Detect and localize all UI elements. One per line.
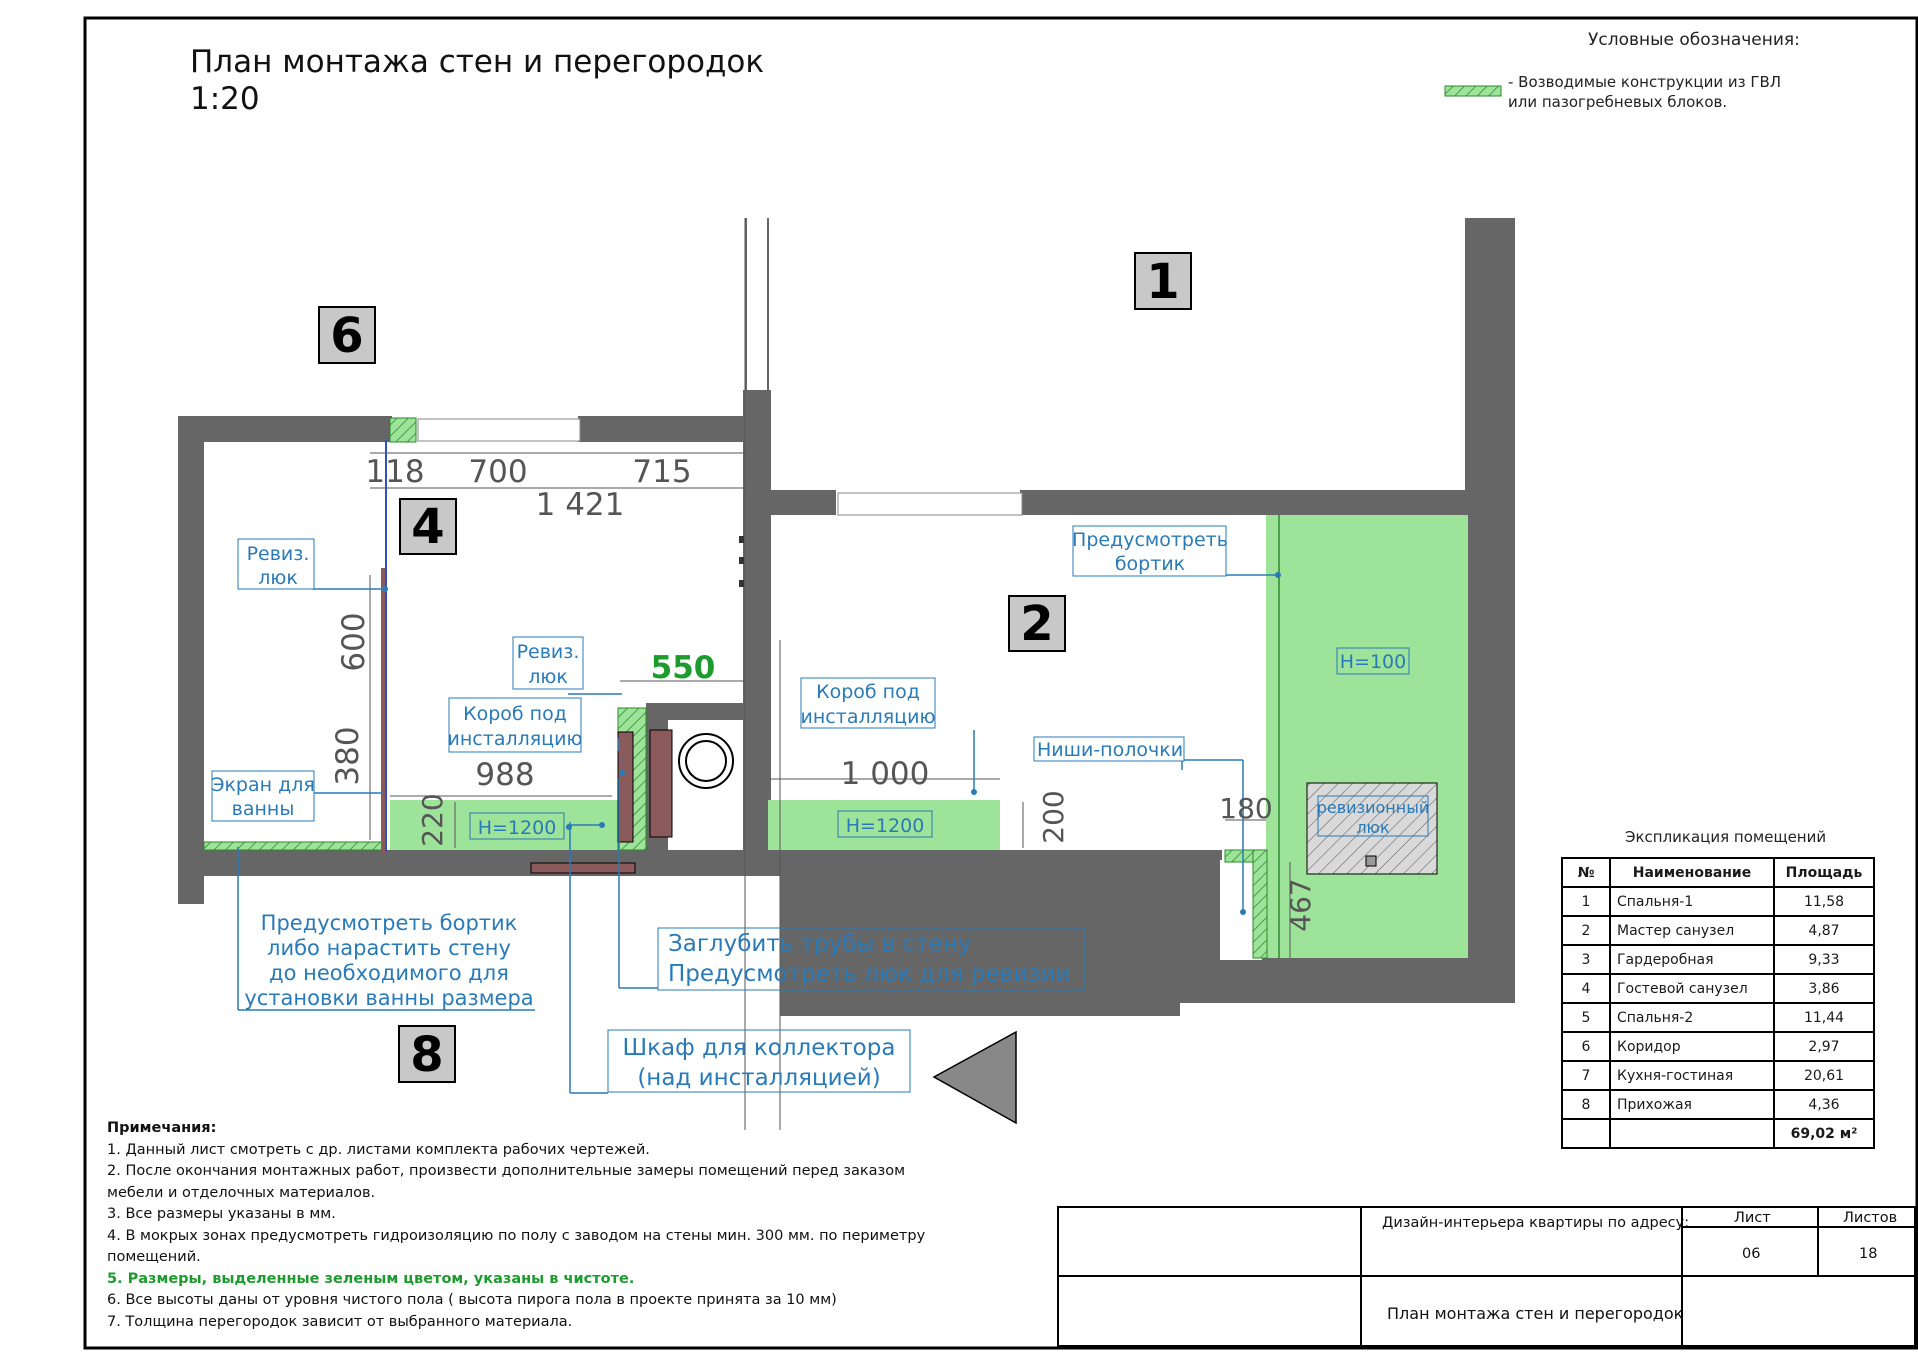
installation-box [649, 729, 673, 838]
legend-title: Условные обозначения: [1588, 30, 1800, 50]
legend-swatch [1444, 85, 1502, 97]
svg-text:H=1200: H=1200 [846, 815, 925, 837]
toilet-bowl [678, 733, 734, 789]
svg-text:220: 220 [416, 793, 449, 846]
window-opening [837, 492, 1023, 516]
svg-text:Ревиз.: Ревиз. [517, 641, 580, 663]
stamp-address-label: Дизайн-интерьера квартиры по адресу: [1382, 1215, 1690, 1231]
svg-text:ревизионный: ревизионный [1317, 798, 1429, 817]
dimension-lines [369, 218, 1291, 1130]
svg-text:380: 380 [330, 726, 366, 785]
svg-text:Шкаф для коллектора: Шкаф для коллектора [623, 1035, 896, 1061]
svg-text:8: 8 [410, 1027, 443, 1083]
stamp-sheet-value: 06 [1742, 1246, 1761, 1262]
svg-text:550: 550 [651, 650, 716, 686]
room-numbers: 1 2 4 6 8 [318, 252, 1192, 1083]
stamp-sheet-title: План монтажа стен и перегородок [1387, 1304, 1684, 1323]
svg-text:Предусмотреть люк для ревизии: Предусмотреть люк для ревизии [668, 961, 1070, 987]
stamp-sheets-value: 18 [1859, 1246, 1878, 1262]
svg-text:Заглубить трубы в стену: Заглубить трубы в стену [668, 931, 972, 957]
svg-text:люк: люк [258, 567, 298, 589]
svg-text:4: 4 [411, 499, 444, 555]
svg-text:H=100: H=100 [1340, 651, 1406, 673]
svg-text:1: 1 [1146, 254, 1179, 310]
legend-text: - Возводимые конструкции из ГВЛ или пазо… [1508, 73, 1782, 111]
svg-text:Короб под: Короб под [463, 703, 567, 725]
svg-text:Предусмотреть: Предусмотреть [1072, 529, 1228, 551]
svg-text:Экран для: Экран для [211, 774, 315, 796]
svg-text:Короб под: Короб под [816, 681, 920, 703]
svg-text:180: 180 [1219, 792, 1272, 825]
svg-text:600: 600 [336, 612, 372, 671]
collector-box [530, 862, 636, 874]
table-total-row: 69,02 м² [1561, 1118, 1875, 1149]
svg-text:118: 118 [365, 454, 424, 490]
svg-text:ванны: ванны [232, 798, 295, 820]
svg-text:либо нарастить стену: либо нарастить стену [267, 936, 511, 960]
entrance-arrow-icon [932, 1030, 1017, 1125]
drawing-title: План монтажа стен и перегородок 1:20 [190, 44, 765, 117]
svg-text:до необходимого для: до необходимого для [269, 961, 509, 985]
svg-text:700: 700 [468, 454, 527, 490]
svg-text:1 000: 1 000 [841, 756, 930, 792]
svg-text:(над инсталляцией): (над инсталляцией) [637, 1065, 880, 1091]
large-annotations: Предусмотреть бортик либо нарастить стен… [238, 911, 1085, 1094]
window-opening [417, 418, 581, 442]
sheet-frame [83, 16, 1918, 1350]
svg-text:200: 200 [1037, 790, 1070, 843]
svg-text:люк: люк [528, 666, 568, 688]
svg-text:715: 715 [632, 454, 691, 490]
svg-text:Предусмотреть бортик: Предусмотреть бортик [261, 911, 518, 935]
title-block [1057, 1206, 1916, 1347]
svg-text:Ниши-полочки: Ниши-полочки [1037, 739, 1183, 761]
bath-screen [381, 568, 386, 853]
svg-text:установки ванны размера: установки ванны размера [244, 986, 533, 1010]
notes-block: Примечания: 1. Данный лист смотреть с др… [107, 1120, 926, 1330]
dimension-texts: 118 700 715 1 421 600 380 988 220 550 1 … [330, 454, 1317, 932]
svg-text:люк: люк [1356, 818, 1390, 837]
svg-text:бортик: бортик [1115, 553, 1185, 575]
annotation-labels: Ревиз. люк Ревиз. люк Короб под инсталля… [211, 525, 1429, 840]
svg-text:467: 467 [1284, 878, 1317, 931]
svg-text:6: 6 [330, 308, 363, 364]
svg-text:988: 988 [475, 757, 534, 793]
svg-text:инсталляцию: инсталляцию [801, 706, 936, 728]
svg-text:H=1200: H=1200 [478, 817, 557, 839]
stamp-sheets-label: Листов [1843, 1210, 1898, 1226]
svg-text:2: 2 [1020, 596, 1053, 652]
explication-caption: Экспликация помещений [1625, 828, 1827, 846]
stamp-sheet-label: Лист [1734, 1210, 1771, 1226]
svg-text:1 421: 1 421 [536, 487, 625, 523]
leader-lines [237, 574, 1278, 1093]
svg-text:Ревиз.: Ревиз. [247, 543, 310, 565]
installation-box [617, 731, 634, 843]
svg-text:инсталляцию: инсталляцию [448, 728, 583, 750]
